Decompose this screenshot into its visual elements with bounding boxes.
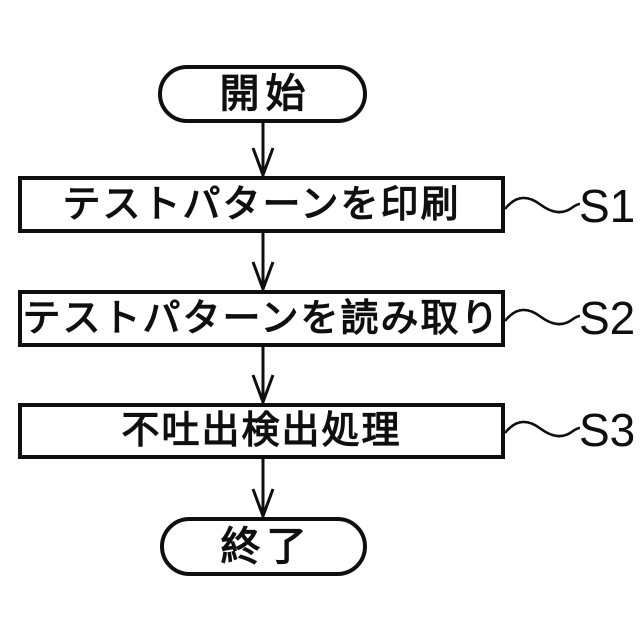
step-ref-s1: S1 [579, 180, 636, 232]
step-ref-label: S3 [579, 404, 636, 456]
process-node-label: テストパターンを印刷 [62, 183, 461, 226]
flowchart-node-start: 開始 [158, 65, 367, 123]
squiggle-connector [503, 420, 581, 438]
flowchart-node-s1: テストパターンを印刷 [18, 176, 505, 233]
step-ref-label: S2 [579, 292, 636, 344]
process-node-label: 不吐出検出処理 [121, 410, 402, 452]
start-node-label: 開始 [219, 72, 312, 116]
arrow-down-icon [251, 121, 275, 177]
process-node-label: テストパターンを読み取り [22, 297, 501, 340]
arrow-down-icon [251, 346, 275, 404]
squiggle-connector [503, 308, 581, 326]
flowchart-node-s2: テストパターンを読み取り [18, 290, 505, 347]
arrow-down-icon [251, 458, 275, 518]
step-ref-s3: S3 [579, 404, 636, 456]
step-ref-label: S1 [579, 180, 636, 232]
flowchart-node-end: 終了 [160, 517, 367, 576]
step-ref-s2: S2 [579, 292, 636, 344]
end-node-label: 終了 [220, 524, 313, 569]
squiggle-connector [503, 196, 581, 214]
flowchart-node-s3: 不吐出検出処理 [18, 403, 505, 459]
arrow-down-icon [251, 232, 275, 291]
